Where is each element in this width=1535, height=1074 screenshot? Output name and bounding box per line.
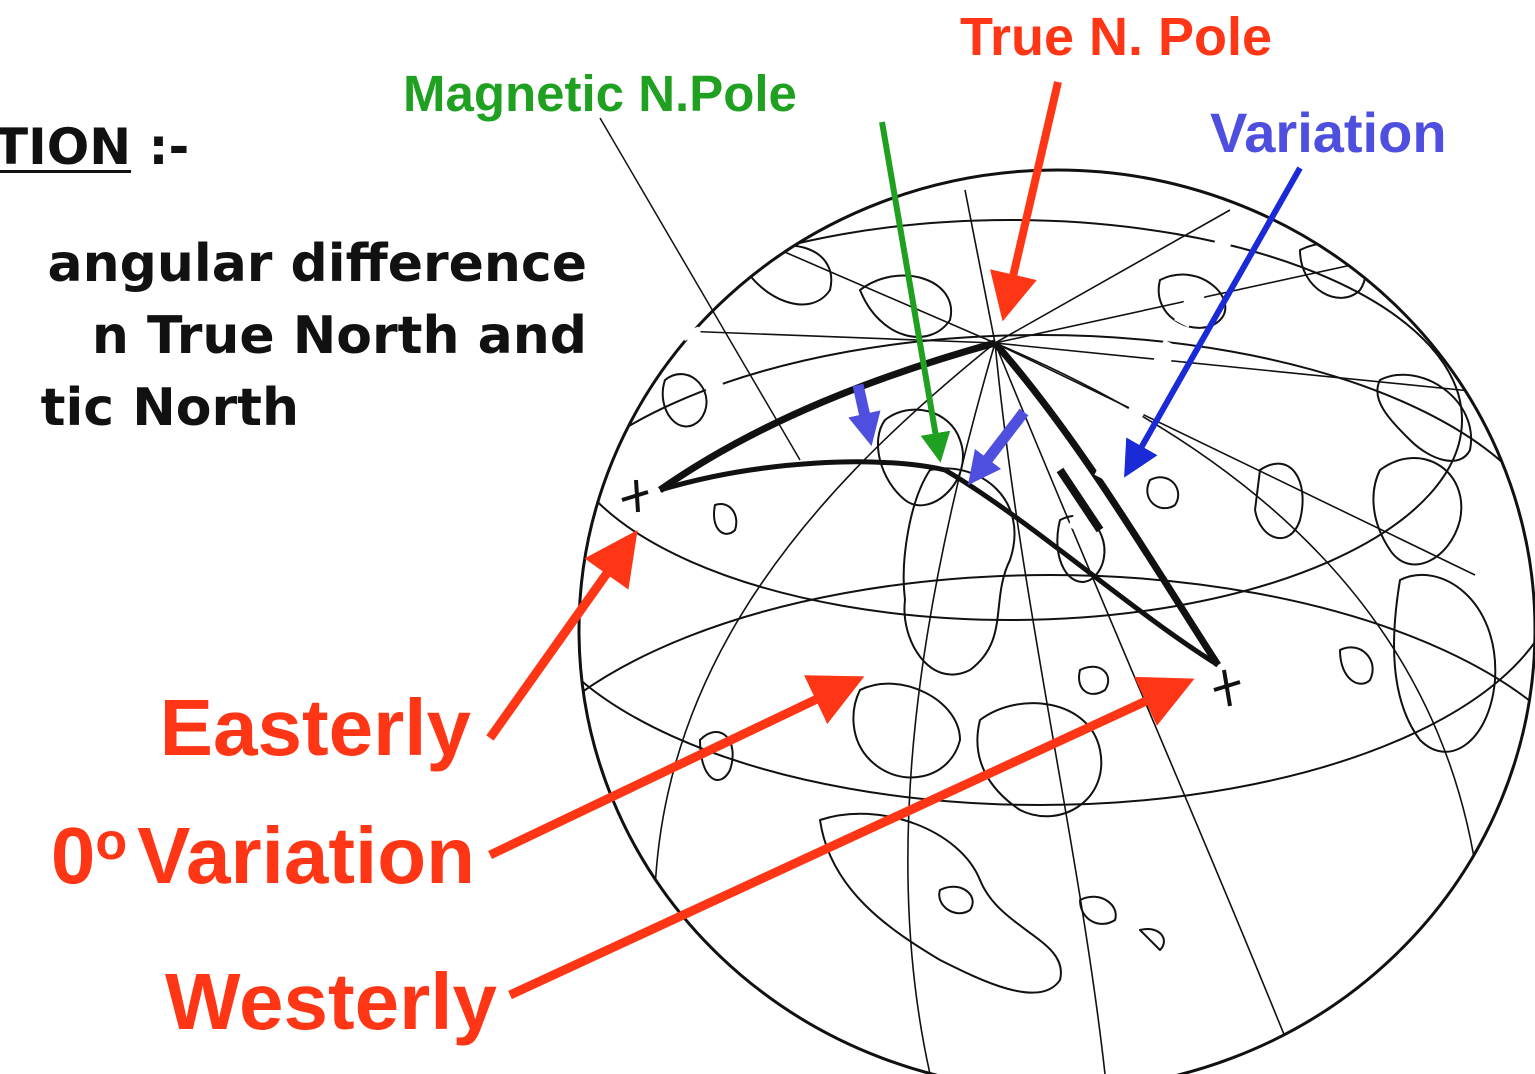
- zero-variation-text: Variation: [137, 811, 475, 900]
- latitude-line-upper: [579, 334, 1535, 806]
- bearing-tracks: [657, 339, 1221, 668]
- magnetic-pointer-right: [967, 408, 1029, 486]
- meridian-lines: [653, 189, 1511, 1074]
- variation-angle-markers: [681, 206, 1248, 534]
- latitude-polar-circle: [579, 219, 1463, 621]
- variation-definition: angular difference n True North and tic …: [41, 228, 587, 444]
- magnetic-label-pointer: [599, 117, 801, 461]
- definition-line-1: angular difference: [47, 234, 587, 294]
- observer-marks: [621, 479, 1241, 707]
- globe-outline: [577, 168, 1535, 1074]
- track-westerly-to-magnetic: [943, 467, 1220, 668]
- zero-variation-arrow: [488, 675, 865, 860]
- coastlines: [661, 242, 1497, 994]
- definition-line-2: n True North and: [91, 306, 587, 366]
- heading-suffix: :-: [131, 118, 190, 176]
- magnetic-north-pole-label: Magnetic N.Pole: [403, 65, 797, 122]
- latitude-line-lower: [579, 574, 1535, 1074]
- zero-degree-value: 0: [50, 811, 96, 900]
- track-easterly-to-magnetic: [659, 459, 946, 493]
- degree-symbol: o: [95, 813, 128, 871]
- magnetic-pole-arrow: [879, 121, 951, 463]
- westerly-observer-cross: [1213, 669, 1241, 707]
- variation-label: Variation: [1210, 101, 1447, 164]
- variation-arrow: [1124, 166, 1303, 478]
- easterly-observer-cross: [621, 479, 649, 513]
- true-north-pole-label: True N. Pole: [960, 7, 1273, 67]
- magnetic-pointer-left: [848, 383, 881, 447]
- heading-word: TION: [0, 118, 132, 176]
- definition-line-3: tic North: [40, 378, 299, 438]
- track-easterly-to-true: [657, 339, 996, 493]
- true-pole-arrow: [990, 81, 1062, 322]
- westerly-label: Westerly: [164, 957, 497, 1046]
- easterly-arrow: [486, 529, 638, 741]
- track-westerly-to-true: [992, 340, 1221, 667]
- slide-heading: TION :-: [0, 118, 189, 176]
- westerly-arrow: [508, 676, 1195, 1000]
- easterly-label: Easterly: [159, 683, 471, 772]
